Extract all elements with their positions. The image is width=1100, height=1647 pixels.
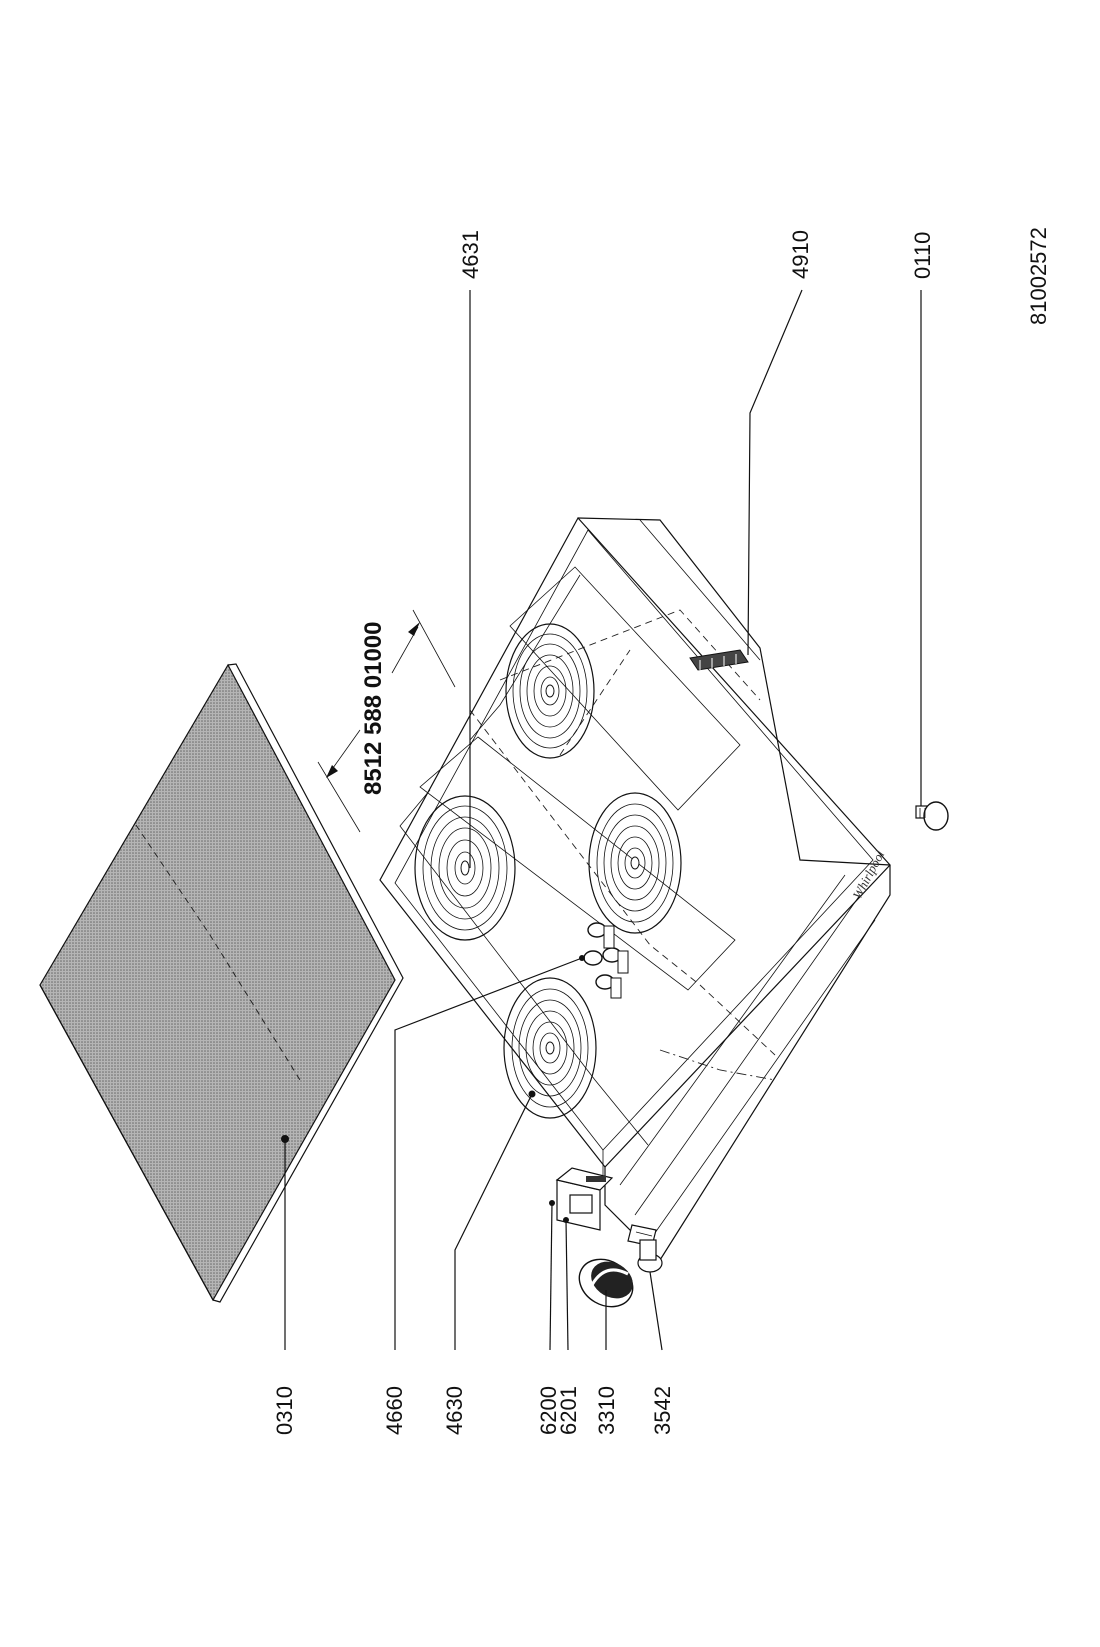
energy-regulator — [549, 1167, 614, 1231]
callout-4660: 4660 — [382, 1386, 407, 1435]
callout-4631: 4631 — [458, 230, 483, 279]
heating-zone-rear-right — [505, 623, 595, 759]
adjustable-foot — [915, 801, 949, 831]
callout-4910: 4910 — [788, 230, 813, 279]
heating-zone-front-right — [588, 792, 682, 934]
callout-3542: 3542 — [650, 1386, 675, 1435]
callout-0310: 0310 — [272, 1386, 297, 1435]
heating-zone-front-left — [503, 977, 597, 1119]
callout-4630: 4630 — [442, 1386, 467, 1435]
glass-top-panel — [39, 663, 404, 1303]
callout-0110: 0110 — [910, 232, 935, 279]
heating-zone-rear-left — [414, 795, 516, 941]
terminal-block — [689, 649, 749, 671]
callout-6201: 6201 — [556, 1386, 581, 1435]
callout-3310: 3310 — [594, 1386, 619, 1435]
indicator-lamps — [579, 922, 629, 999]
dimension-arrows — [317, 609, 456, 833]
model-number: 8512 588 01000 — [360, 621, 387, 795]
hob-frame: Whirlpool — [379, 516, 891, 1261]
leader-lines — [284, 289, 922, 1351]
knob-spindle — [627, 1224, 663, 1273]
control-knob — [578, 1258, 634, 1308]
callout-6200: 6200 — [536, 1386, 561, 1435]
document-number: 81002572 — [1026, 227, 1051, 325]
